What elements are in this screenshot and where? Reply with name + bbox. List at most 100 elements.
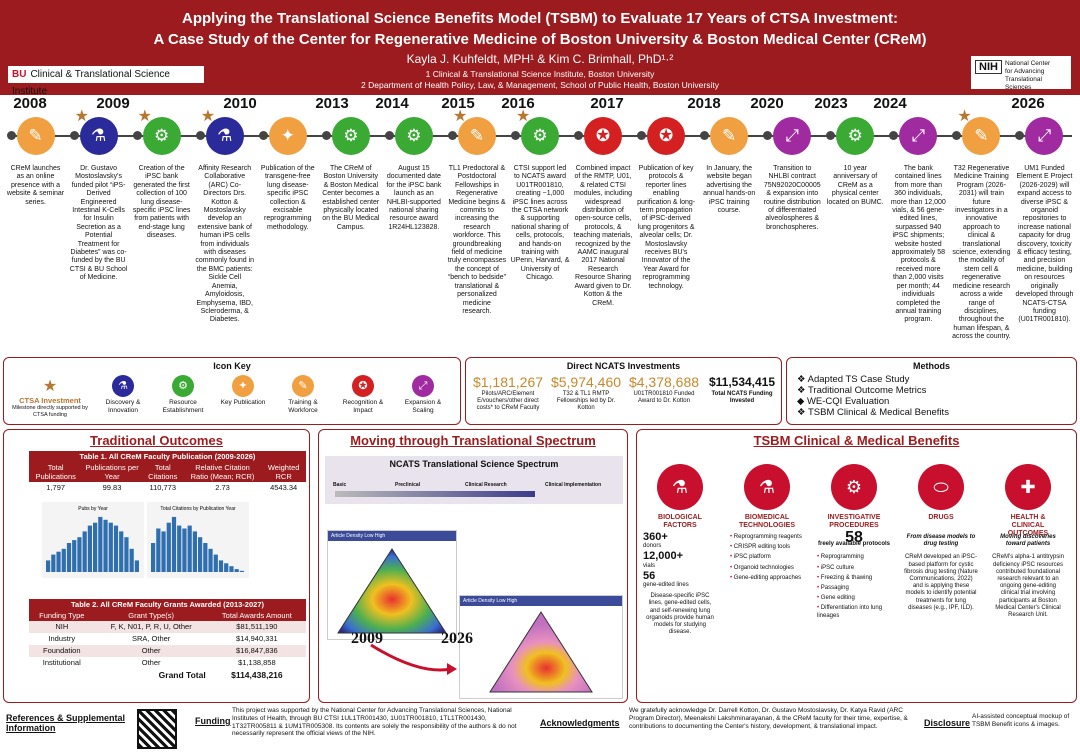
icon-key-item: ✦Key Publication — [216, 375, 270, 407]
bullet-icon: • — [730, 534, 734, 540]
benefit-item-label: Gene-editing approaches — [733, 574, 802, 581]
authors: Kayla J. Kuhfeldt, MPH¹ & Kim C. Brimhal… — [406, 52, 674, 66]
bullet-icon: • — [730, 574, 734, 581]
benefit-icon: ⚙ — [831, 464, 877, 510]
icon-key-label: Expansion & Scaling — [404, 399, 442, 414]
stat-label: vials — [643, 562, 656, 569]
bullet-icon: ❖ — [797, 407, 808, 418]
benefits-panel: TSBM Clinical & Medical Benefits ⚗BIOLOG… — [636, 429, 1077, 703]
training-workforce-icon: ✎ — [16, 117, 55, 155]
mini-chart-bar — [192, 531, 197, 572]
traditional-outcomes-title: Traditional Outcomes — [90, 433, 223, 448]
timeline-dot — [69, 131, 79, 140]
timeline-event-text: 10 year anniversary of CReM as a physica… — [826, 165, 884, 206]
icon-key-item: ✎Training & Workforce — [276, 375, 330, 414]
bu-logo-mark: BU — [12, 69, 27, 80]
method-item: ◆ WE-CQI Evaluation — [797, 396, 949, 407]
icon-key-symbol-icon: ✦ — [232, 375, 254, 397]
expansion-scaling-icon: ⤢ — [773, 117, 812, 155]
recognition-award-icon: ✪ — [584, 117, 623, 155]
mini-chart-bar — [208, 548, 213, 572]
timeline-dot — [132, 131, 142, 140]
mini-chart-title: Total Citations by Publication Year — [160, 506, 236, 512]
table-2-cell: Other — [141, 658, 161, 667]
icon-key-label: Recognition & Impact — [342, 399, 384, 414]
mini-chart-bar — [51, 554, 56, 572]
benefit-subheading: Moving discoveries toward patients — [1000, 534, 1056, 548]
timeline-year: 2008 — [13, 95, 47, 112]
bullet-icon: ❖ — [797, 385, 808, 396]
mini-chart-bar — [156, 528, 161, 572]
timeline-event-text: TL1 Predoctoral & Postdoctoral Fellowshi… — [447, 165, 507, 315]
transition-arrow — [370, 643, 457, 675]
benefit-list-item: • Reprogramming — [817, 554, 891, 561]
mini-chart-title: Pubs by Year — [78, 506, 108, 512]
spectrum-panel: Moving through Translational Spectrum NC… — [318, 429, 628, 703]
icon-key-symbol-icon: ⚗ — [112, 375, 134, 397]
qr-code[interactable] — [137, 709, 177, 749]
mini-chart-bar — [119, 531, 124, 572]
bullet-icon: • — [730, 544, 734, 551]
mini-chart-bar — [134, 560, 139, 572]
mini-chart-bar — [234, 569, 239, 572]
acknowledgments-text: We gratefully acknowledge Dr. Darrell Ko… — [629, 707, 908, 730]
benefit-body: • Reprogramming reagents• CRISPR editing… — [730, 534, 804, 585]
timeline-dot — [321, 131, 331, 140]
discovery-microscope-icon: ⚗ — [79, 117, 118, 155]
icon-key-item: ⚙Resource Establishment — [156, 375, 210, 414]
traditional-outcomes-panel: Traditional Outcomes Table 1. All CReM F… — [3, 429, 310, 703]
methods-box: Methods ❖ Adapted TS Case Study❖ Traditi… — [786, 357, 1077, 425]
resource-establishment-icon: ⚙ — [521, 117, 559, 155]
benefit-column: ⬭DRUGS — [909, 464, 973, 522]
stat-value: 58 — [845, 529, 863, 546]
mini-chart-bar — [171, 516, 177, 572]
table-1-caption: Table 1. All CReM Faculty Publication (2… — [29, 451, 306, 462]
table-2-cell: Institutional — [42, 658, 81, 667]
benefit-heading: DRUGS — [928, 514, 954, 521]
mini-chart-bar — [108, 522, 113, 572]
references-heading[interactable]: References & Supplemental Information — [6, 713, 126, 733]
investment-label: Pilots/ARC/Element E/vouchers/other dire… — [476, 391, 540, 411]
ctsa-star-icon: ★ — [452, 108, 468, 125]
mini-chart-bar — [82, 531, 87, 572]
table-2-cell: NIH — [29, 621, 95, 633]
training-workforce-icon: ✎ — [457, 117, 496, 155]
citations-by-year-chart: Total Citations by Publication Year — [147, 502, 249, 578]
table-2-cell: $1,138,858 — [238, 658, 276, 667]
benefit-subheading: From disease models to drug testing — [906, 534, 976, 548]
timeline-dot — [6, 131, 16, 140]
benefit-text: CReM's alpha-1 antitrypsin deficiency iP… — [992, 554, 1064, 619]
table-2-header: Grant Type(s) — [94, 610, 208, 621]
investment-amount: $11,534,415 — [708, 375, 776, 389]
ctsa-star-icon: ★ — [957, 108, 972, 125]
mini-chart-bar — [213, 554, 218, 572]
mini-chart-bar — [203, 543, 208, 572]
mini-chart-bar — [229, 566, 234, 572]
methods-list: ❖ Adapted TS Case Study❖ Traditional Out… — [797, 374, 949, 418]
training-workforce-icon: ✎ — [962, 117, 1001, 155]
timeline-year: 2023 — [814, 95, 848, 112]
timeline-year: 2009 — [96, 95, 130, 112]
investment-amount: $1,181,267 — [472, 374, 544, 390]
icon-key-symbol-icon: ✪ — [352, 375, 374, 397]
benefit-item-label: Passaging — [820, 585, 849, 592]
timeline-event-text: Transition to NHLBI contract 75N92020C00… — [763, 165, 821, 231]
stat-label: freely available protocols — [817, 541, 891, 548]
benefit-item-label: iPSC culture — [820, 564, 855, 571]
density-label-2026: Article Density — [463, 598, 495, 604]
icon-key-label: Resource Establishment — [162, 399, 204, 414]
table-1-header: Total Citations — [141, 462, 184, 482]
timeline-event-text: Dr. Gustavo Mostoslavsky's funded pilot … — [69, 165, 128, 282]
benefits-title: TSBM Clinical & Medical Benefits — [753, 433, 960, 448]
mini-chart-bar — [56, 551, 61, 572]
table-2-cell: $81,511,190 — [207, 621, 306, 633]
nih-mark: NIH — [975, 60, 1002, 74]
triangle-2026 — [489, 611, 593, 693]
